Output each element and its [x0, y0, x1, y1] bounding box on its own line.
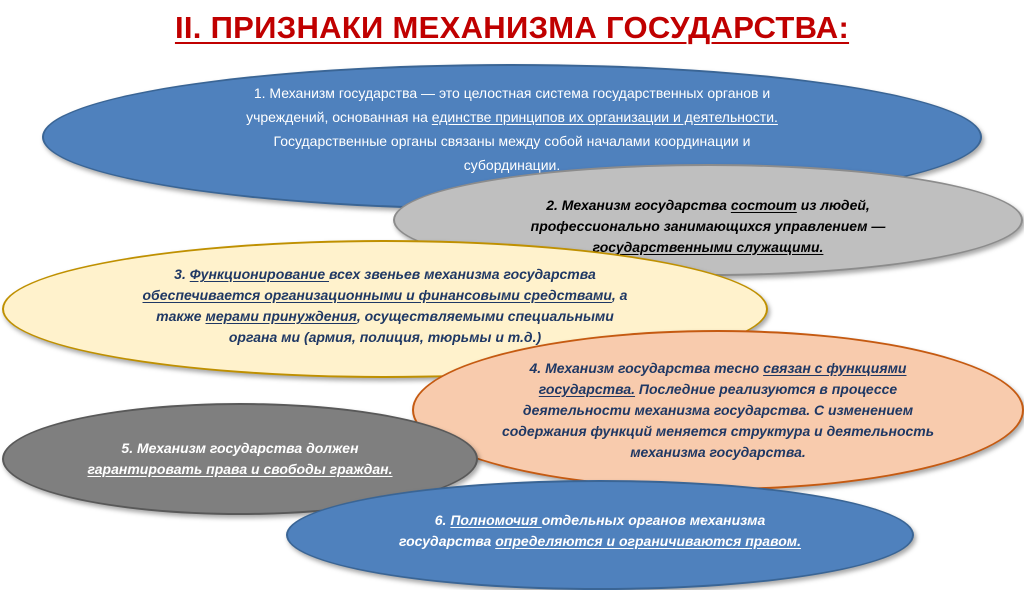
page-title: II. ПРИЗНАКИ МЕХАНИЗМА ГОСУДАРСТВА:: [174, 10, 850, 45]
sign-4-ellipse: 4. Механизм государства тесно связан с ф…: [412, 330, 1024, 490]
sign-4-text: 4. Механизм государства тесно связан с ф…: [501, 359, 935, 460]
sign-2-text: 2. Механизм государства состоит из людей…: [530, 196, 886, 255]
sign-3-text: 3. Функционирование всех звеньев механиз…: [142, 266, 628, 345]
sign-5-ellipse: 5. Механизм государства должен гарантиро…: [2, 403, 478, 515]
sign-5-text: 5. Механизм государства должен гарантиро…: [87, 440, 393, 477]
sign-1-text: 1. Механизм государства — это целостная …: [246, 85, 778, 173]
sign-6-ellipse: 6. Полномочия отдельных органов механизм…: [286, 480, 914, 590]
sign-6-text: 6. Полномочия отдельных органов механизм…: [398, 512, 801, 549]
